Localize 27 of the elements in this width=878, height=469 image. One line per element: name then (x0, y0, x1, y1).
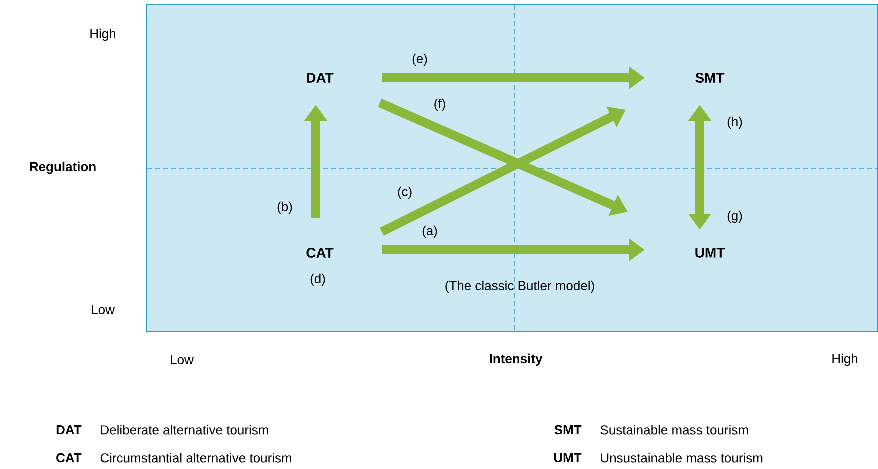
legend-term: DAT (56, 426, 82, 434)
axis-title: Intensity (490, 354, 543, 366)
legend-description: Sustainable mass tourism (600, 425, 748, 435)
legend-description: Unsustainable mass tourism (601, 453, 763, 463)
legend-term: SMT (554, 425, 582, 435)
edge-label: (c) (398, 186, 412, 200)
node-caption: (d) (310, 274, 326, 286)
legend-description: Deliberate alternative tourism (101, 425, 268, 435)
legend-description: Circumstantial alternative tourism (100, 453, 292, 463)
callout-letter: (g) (728, 210, 742, 224)
axis-label: High (90, 28, 116, 42)
node-label: CAT (306, 248, 334, 258)
edge-label: (f) (434, 98, 446, 112)
axis-label: Low (171, 355, 194, 365)
edge-label: (e) (412, 54, 428, 66)
edge-label: (b) (278, 202, 292, 214)
node-label: SMT (696, 73, 725, 83)
note: (The classic Butler model) (446, 280, 594, 294)
node-label: UMT (696, 248, 726, 258)
edge-label: (h) (728, 116, 742, 130)
node-label: DAT (307, 73, 334, 83)
axis-label: Low (92, 305, 115, 315)
axis-title: Regulation (30, 162, 96, 174)
edge-label: (a) (422, 226, 438, 238)
legend-term: UMT (554, 453, 582, 463)
legend-term: CAT (56, 453, 82, 463)
axis-label: High (832, 354, 858, 366)
